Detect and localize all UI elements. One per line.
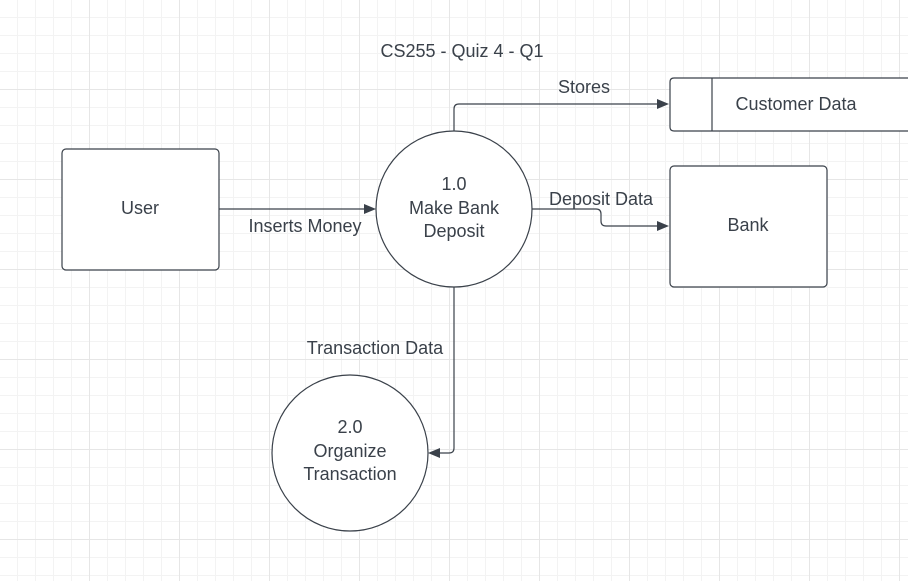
process-name-line2: Transaction	[303, 464, 396, 484]
arrowhead-icon	[428, 448, 440, 458]
flow-label-transaction-data: Transaction Data	[307, 338, 444, 358]
flow-inserts-money[interactable]	[219, 204, 376, 214]
flow-transaction-data[interactable]	[428, 287, 455, 458]
process-number: 2.0	[337, 417, 362, 437]
process-organize-transaction[interactable]: 2.0 Organize Transaction	[271, 374, 429, 532]
arrowhead-icon	[657, 99, 669, 109]
entity-label: Bank	[727, 215, 769, 235]
datastore-shape	[669, 77, 908, 132]
process-name-line2: Deposit	[423, 221, 484, 241]
flow-label-deposit-data: Deposit Data	[549, 189, 654, 209]
process-make-bank-deposit[interactable]: 1.0 Make Bank Deposit	[375, 130, 533, 288]
flow-deposit-data[interactable]	[532, 208, 669, 231]
datastore-customer-data[interactable]: Customer Data	[669, 77, 908, 132]
diagram-title: CS255 - Quiz 4 - Q1	[380, 41, 543, 61]
process-circle	[375, 130, 533, 288]
flow-line	[440, 287, 455, 454]
entity-box	[669, 165, 828, 288]
process-name-line1: Organize	[313, 441, 386, 461]
datastore-label: Customer Data	[735, 94, 857, 114]
flow-stores[interactable]	[453, 99, 669, 131]
flow-label-stores: Stores	[558, 77, 610, 97]
process-name-line1: Make Bank	[409, 198, 500, 218]
arrowhead-icon	[657, 221, 669, 231]
process-number: 1.0	[441, 174, 466, 194]
entity-box	[61, 148, 220, 271]
entity-bank[interactable]: Bank	[669, 165, 828, 288]
flow-line	[532, 208, 657, 227]
flow-label-inserts-money: Inserts Money	[248, 216, 361, 236]
flow-line	[453, 103, 657, 131]
entity-label: User	[121, 198, 159, 218]
entity-user[interactable]: User	[61, 148, 220, 271]
arrowhead-icon	[364, 204, 376, 214]
process-circle	[271, 374, 429, 532]
